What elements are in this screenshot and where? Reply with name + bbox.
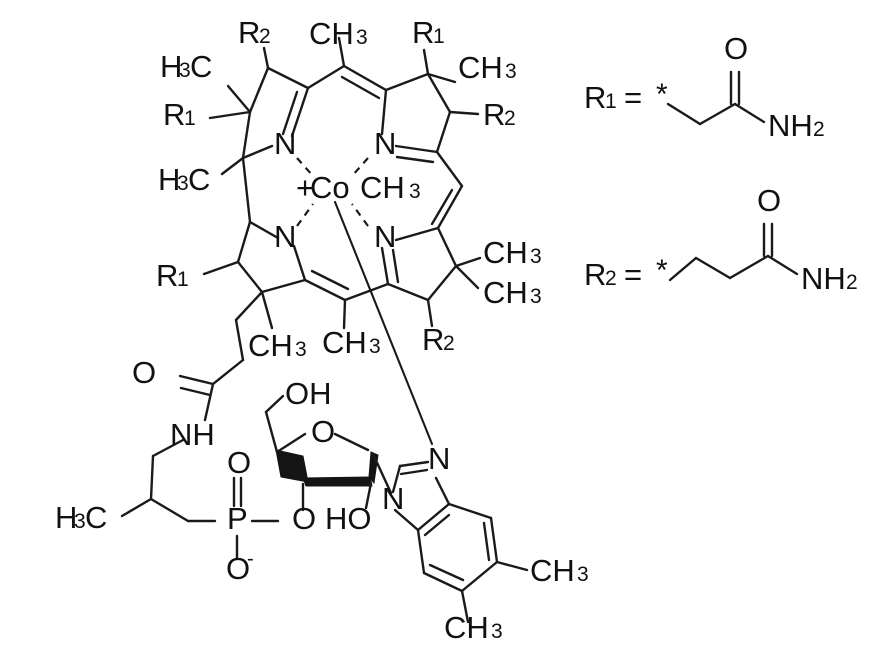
methyl-label-b1: CH xyxy=(458,50,503,85)
cobalt-label: Co xyxy=(310,170,350,205)
corrin-nitrogen-d: N xyxy=(274,219,296,254)
meso-methyl-top: CH xyxy=(309,16,354,51)
methyl-label-a2-c: C xyxy=(188,162,210,197)
legend-r2-attachment-asterisk: * xyxy=(656,254,668,287)
legend-r1-attachment-asterisk: * xyxy=(656,78,668,111)
substituent-r2-ring-c-sub: 2 xyxy=(443,332,455,355)
legend-r1-carbonyl-oxygen: O xyxy=(724,31,748,66)
legend-r2-equals: = xyxy=(624,257,642,292)
ribose-2prime-oh: HO xyxy=(325,501,372,536)
propanol-methyl-c: C xyxy=(85,500,107,535)
benzimidazole-methyl-bottom: CH xyxy=(444,610,489,645)
methyl-label-a2-sub: 3 xyxy=(177,172,189,195)
axial-methyl-sub: 3 xyxy=(409,180,421,203)
methyl-label-c2: CH xyxy=(483,275,528,310)
legend-r2-symbol: R xyxy=(584,257,606,292)
amide-nh-label: NH xyxy=(170,417,215,452)
phosphate-anion-oxygen: O xyxy=(226,551,250,586)
substituent-r2-ring-b: R xyxy=(483,97,505,132)
phosphate-double-oxygen: O xyxy=(227,445,251,480)
substituent-r2-ring-a-sub: 2 xyxy=(259,25,271,48)
ribose-hydroxymethyl-oh: OH xyxy=(285,376,332,411)
benzimidazole-methyl-bottom-sub: 3 xyxy=(491,620,503,643)
amide-oxygen-label: O xyxy=(132,355,156,390)
legend-r1-symbol: R xyxy=(584,80,606,115)
benzimidazole-n1-label: N xyxy=(382,481,404,516)
substituent-r1-ring-a: R xyxy=(163,97,185,132)
meso-methyl-bottom: CH xyxy=(322,325,367,360)
substituent-labels: H 3 C R 2 R 1 H 3 C CH 3 R 1 CH 3 R 2 xyxy=(156,15,542,363)
phosphate-group-bonds xyxy=(232,476,305,559)
nucleotide-labels: O NH H 3 C P O O - O O OH HO N xyxy=(55,355,589,645)
methyl-label-c1-sub: 3 xyxy=(530,245,542,268)
propanol-methyl-label: H xyxy=(55,500,77,535)
substituent-r1-ring-b-sub: 1 xyxy=(433,25,445,48)
legend-r1-symbol-sub: 1 xyxy=(605,90,617,113)
phosphorus-label: P xyxy=(227,501,248,536)
benzimidazole-n3-label: N xyxy=(428,441,450,476)
corrin-nitrogen-c: N xyxy=(374,219,396,254)
legend-r2-terminal-nh: NH xyxy=(801,261,846,296)
methyl-label-d1: CH xyxy=(248,328,293,363)
substituent-r2-ring-b-sub: 2 xyxy=(504,107,516,130)
substituent-r1-ring-a-sub: 1 xyxy=(184,107,196,130)
benzimidazole-methyl-right-sub: 3 xyxy=(577,563,589,586)
corrin-atom-labels: + Co CH 3 N N N N xyxy=(274,126,421,254)
methyl-label-a1: H xyxy=(160,49,182,84)
propanol-methyl-sub: 3 xyxy=(74,510,86,533)
substituent-r1-ring-d-sub: 1 xyxy=(177,268,189,291)
legend-r2-carbonyl-oxygen: O xyxy=(757,183,781,218)
methyl-label-c1: CH xyxy=(483,235,528,270)
substituent-r2-ring-c: R xyxy=(422,322,444,357)
methyl-label-b1-sub: 3 xyxy=(505,60,517,83)
axial-methyl-label: CH xyxy=(360,170,405,205)
corrin-nitrogen-a: N xyxy=(274,126,296,161)
legend-r2-terminal-sub: 2 xyxy=(846,271,858,294)
meso-methyl-bottom-sub: 3 xyxy=(369,335,381,358)
substituent-r1-ring-b: R xyxy=(412,15,434,50)
corrin-nitrogen-b: N xyxy=(374,126,396,161)
phosphate-ester-oxygen: O xyxy=(292,501,316,536)
legend-r2-symbol-sub: 2 xyxy=(605,267,617,290)
methyl-label-a2: H xyxy=(158,162,180,197)
meso-methyl-top-sub: 3 xyxy=(356,26,368,49)
legend-r1-terminal-sub: 2 xyxy=(813,118,825,141)
benzimidazole-methyl-right: CH xyxy=(530,553,575,588)
methyl-label-a1-c: C xyxy=(190,49,212,84)
ribose-ring-oxygen: O xyxy=(311,414,335,449)
benzimidazole-bonds xyxy=(391,460,529,624)
methyl-label-c2-sub: 3 xyxy=(530,285,542,308)
legend-r1-equals: = xyxy=(624,80,642,115)
ribose-ring-bonds xyxy=(264,394,393,510)
cobalt-charge-label: + xyxy=(296,170,314,205)
legend-r1-terminal-nh: NH xyxy=(768,108,813,143)
methyl-label-d1-sub: 3 xyxy=(295,338,307,361)
legend-r1-group: R 1 = * O NH 2 xyxy=(584,31,825,143)
substituent-r1-ring-d: R xyxy=(156,258,178,293)
legend-r2-group: R 2 = * O NH 2 xyxy=(584,183,858,296)
methyl-label-a1-sub: 3 xyxy=(179,59,191,82)
phosphate-anion-charge: - xyxy=(247,548,254,570)
substituent-r2-ring-a: R xyxy=(238,15,260,50)
corrin-ring-bonds xyxy=(120,36,482,523)
